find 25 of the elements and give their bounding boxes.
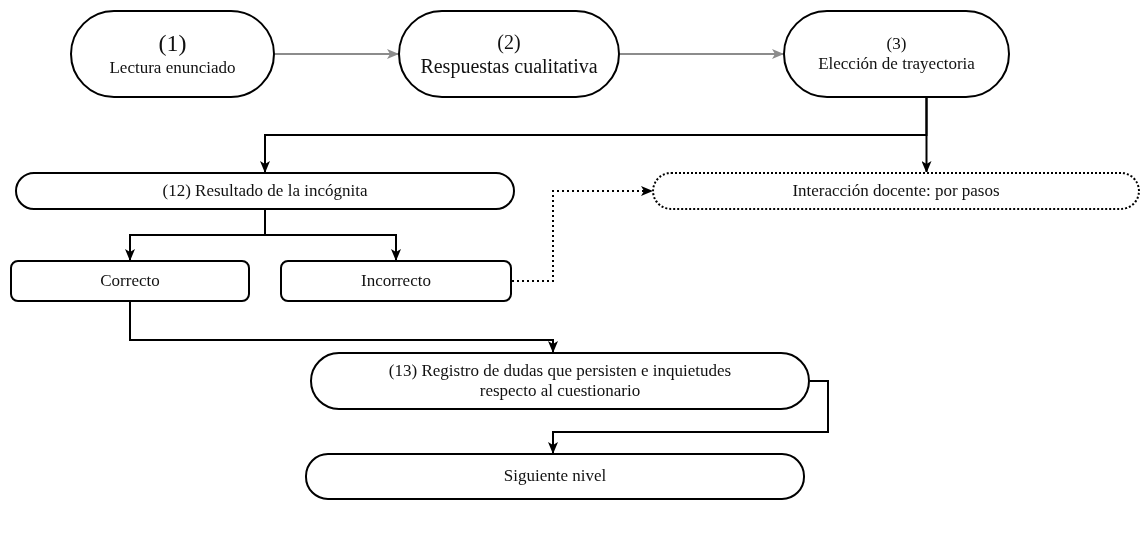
arrow (511, 186, 653, 282)
terminal-box (15, 172, 515, 210)
node-text: Respuestas cualitativa (420, 54, 598, 78)
node-text: (1) (158, 29, 187, 59)
node-text: (12) Resultado de la incógnita (162, 180, 368, 202)
node-text: Correcto (100, 270, 160, 292)
arrow (619, 49, 784, 59)
node-text: Incorrecto (361, 270, 431, 292)
node-text: Elección de trayectoria (818, 54, 975, 75)
node-text: (3) (886, 33, 907, 54)
arrow (264, 209, 401, 261)
node-text: (2) (497, 30, 521, 54)
arrow (129, 301, 558, 353)
terminal-box (652, 172, 1140, 210)
process-box (280, 260, 512, 302)
node-text: Siguiente nivel (503, 466, 607, 487)
node-text: (13) Registro de dudas que persisten e inquietudes respecto al cuestionario (387, 360, 733, 402)
node-text: Lectura enunciado (109, 58, 236, 79)
arrow (921, 97, 932, 173)
arrow (548, 380, 829, 454)
node-text: Interacción docente: por pasos (792, 180, 1000, 202)
process-box (10, 260, 250, 302)
terminal-box (305, 453, 805, 500)
terminal-box (310, 352, 810, 410)
arrow (274, 49, 399, 59)
